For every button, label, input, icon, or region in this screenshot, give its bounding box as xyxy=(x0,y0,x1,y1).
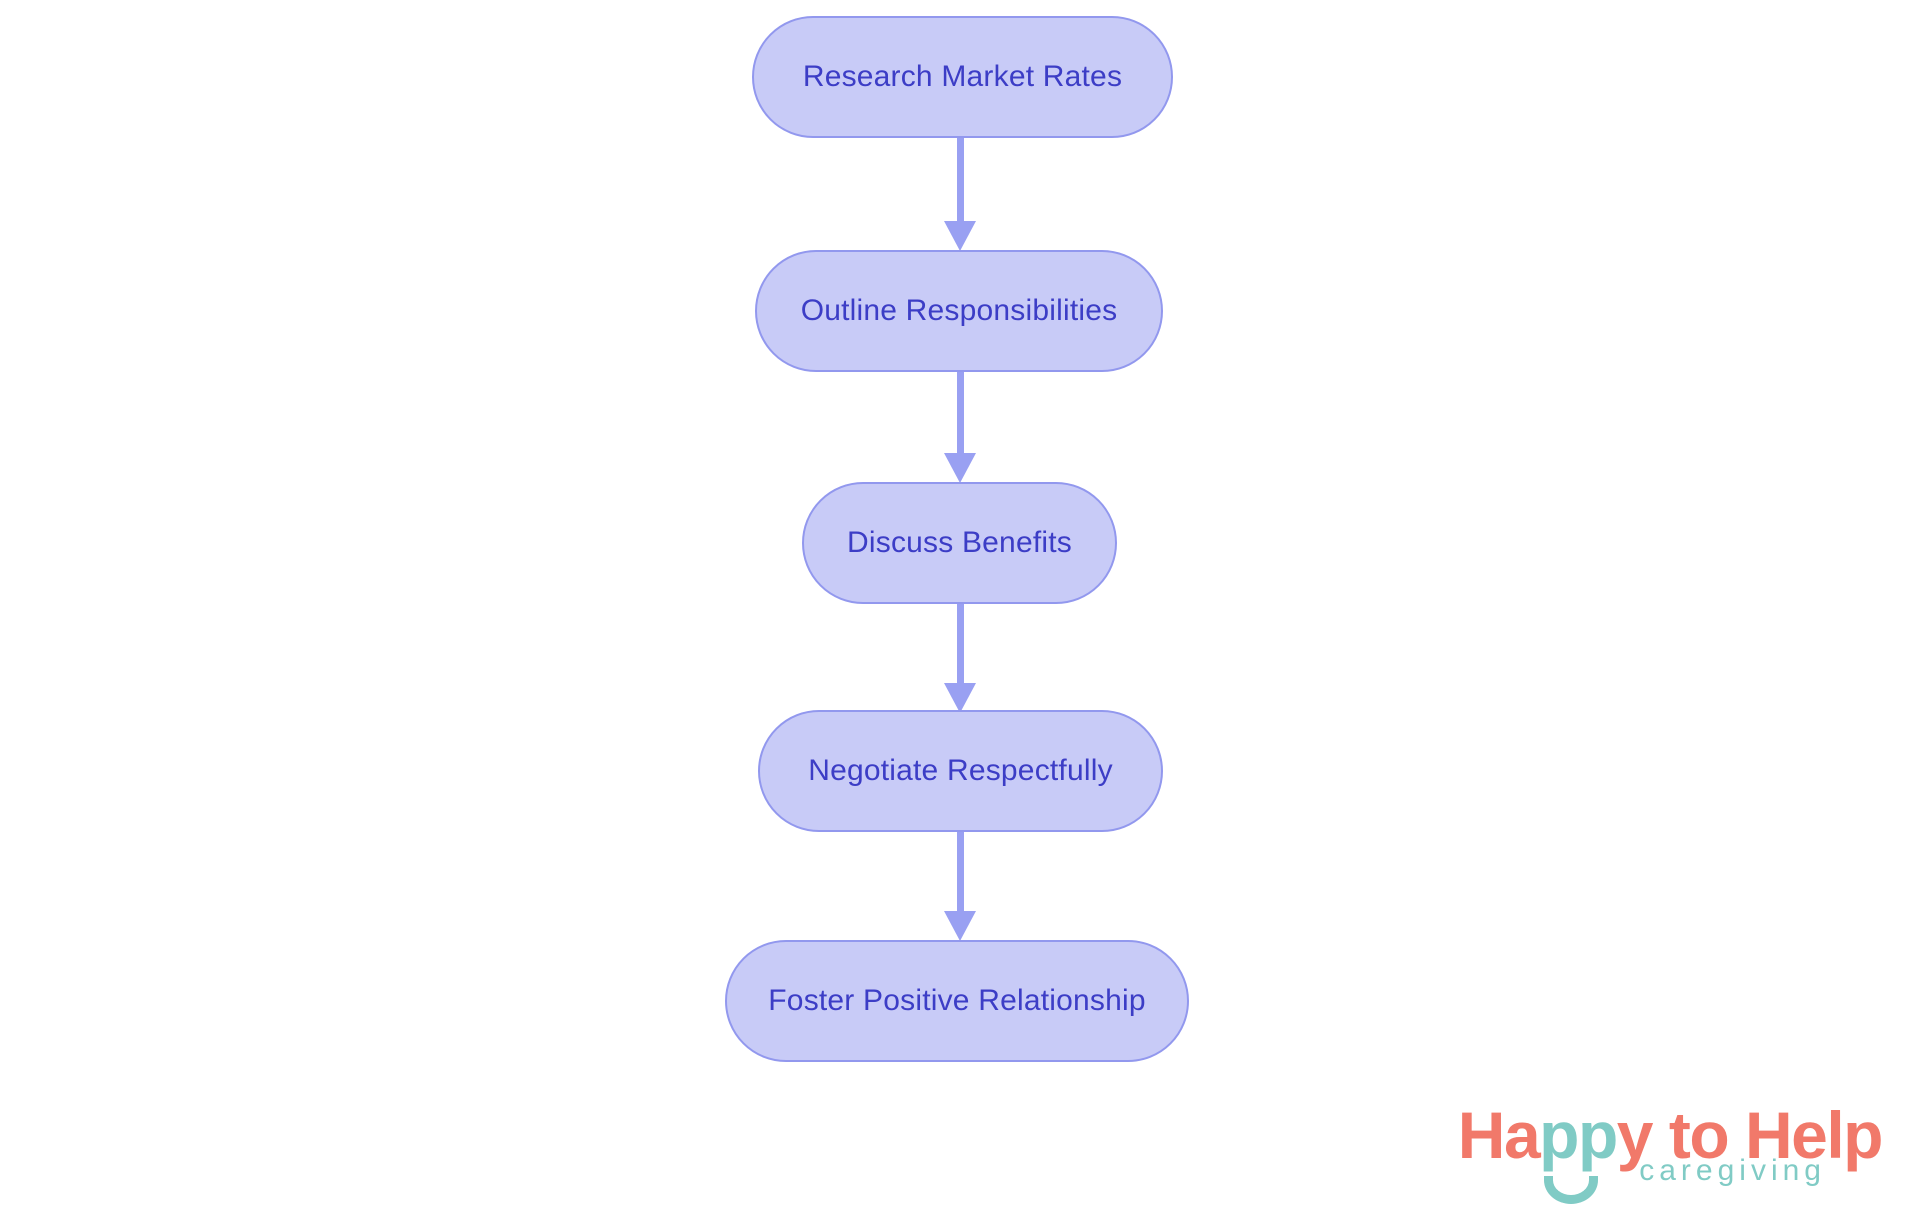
flow-node-label: Foster Positive Relationship xyxy=(768,984,1146,1017)
flow-node-foster-positive-relationship: Foster Positive Relationship xyxy=(725,940,1189,1062)
logo-tagline: caregiving xyxy=(1639,1154,1826,1187)
logo-smile-icon xyxy=(1544,1176,1599,1204)
flow-node-label: Negotiate Respectfully xyxy=(808,754,1113,787)
flow-arrowhead-icon-2 xyxy=(944,453,976,483)
flow-arrowhead-icon-1 xyxy=(944,221,976,251)
flow-arrow-line-1 xyxy=(957,138,964,221)
flow-node-label: Outline Responsibilities xyxy=(800,294,1118,327)
flow-node-research-market-rates: Research Market Rates xyxy=(752,16,1173,138)
flow-node-negotiate-respectfully: Negotiate Respectfully xyxy=(758,710,1163,832)
flow-arrowhead-icon-4 xyxy=(944,911,976,941)
logo-text-prefix: Ha xyxy=(1457,1098,1541,1172)
flow-arrow-line-4 xyxy=(957,832,964,911)
logo-smiley-eyes: pp xyxy=(1539,1102,1618,1204)
flow-arrowhead-icon-3 xyxy=(944,683,976,713)
flow-arrow-line-2 xyxy=(957,372,964,453)
flow-node-label: Research Market Rates xyxy=(802,60,1123,93)
logo-text-eyes: pp xyxy=(1539,1098,1618,1172)
flow-arrow-line-3 xyxy=(957,604,964,683)
logo-text-suffix: y to Help xyxy=(1616,1098,1884,1172)
flow-node-discuss-benefits: Discuss Benefits xyxy=(802,482,1117,604)
flow-node-label: Discuss Benefits xyxy=(847,526,1072,559)
flow-node-outline-responsibilities: Outline Responsibilities xyxy=(755,250,1163,372)
